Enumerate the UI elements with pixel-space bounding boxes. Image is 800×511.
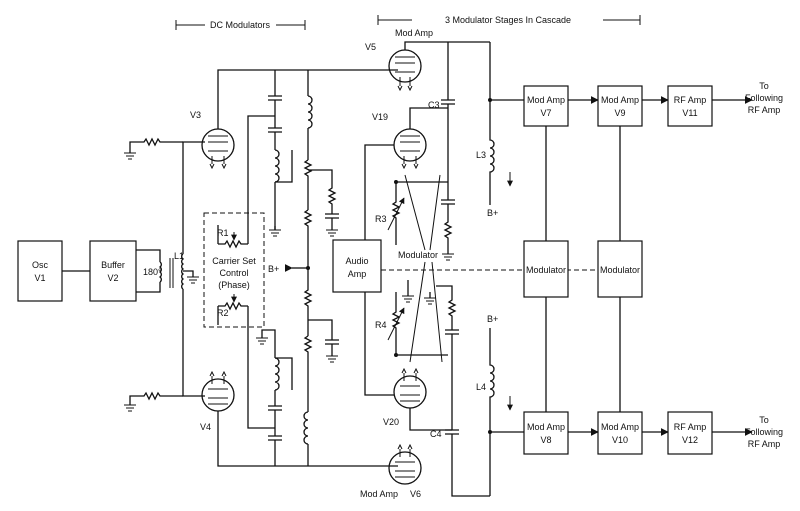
potentiometer-r1 xyxy=(218,115,275,249)
audio-amp-block: Audio Amp xyxy=(332,239,382,293)
bottom-output-line1: To xyxy=(759,415,769,425)
l1-label: L1 xyxy=(174,251,184,261)
carrier-set-line1: Carrier Set xyxy=(212,256,256,266)
top-output-line3: RF Amp xyxy=(748,105,781,115)
tube-v6: Mod Amp V6 xyxy=(360,443,422,499)
v4-tank-circuit xyxy=(256,329,293,466)
modulator-note-label: Modulator xyxy=(398,250,438,260)
rf-amp-v12-line2: V12 xyxy=(682,435,698,445)
grid-resistor-v4 xyxy=(124,391,183,412)
osc-v1-block: Osc V1 xyxy=(17,240,63,302)
dc-modulators-label: DC Modulators xyxy=(210,20,271,30)
cascade-label: 3 Modulator Stages In Cascade xyxy=(445,15,571,25)
r2-label: R2 xyxy=(217,308,229,318)
v3-label: V3 xyxy=(190,110,201,120)
dc-modulators-bracket: DC Modulators xyxy=(175,20,306,30)
bplus-lower-label: B+ xyxy=(487,314,498,324)
capacitor-c3: C3 xyxy=(428,42,455,182)
audio-amp-line1: Audio xyxy=(345,256,368,266)
inductor-l3: L3 B+ xyxy=(476,42,524,218)
modulator-block-1: Modulator xyxy=(523,240,569,298)
v3-tank-circuit xyxy=(268,70,293,237)
mod-amp-v10-line2: V10 xyxy=(612,435,628,445)
shunt-branches xyxy=(308,169,339,363)
carrier-set-line3: (Phase) xyxy=(218,280,250,290)
v5-label: V5 xyxy=(365,42,376,52)
capacitor-c4: C4 xyxy=(430,355,490,497)
l3-label: L3 xyxy=(476,150,486,160)
rf-amp-v12-line1: RF Amp xyxy=(674,422,707,432)
carrier-set-control: Carrier Set Control (Phase) R1 R2 xyxy=(203,212,265,328)
bottom-output-line2: Following xyxy=(745,427,783,437)
rf-amp-v12-block: RF Amp V12 xyxy=(667,411,713,455)
mod-amp-v8-block: Mod Amp V8 xyxy=(523,411,569,455)
top-output-label: To Following RF Amp xyxy=(745,81,783,115)
resistor-r4: R4 xyxy=(375,292,405,355)
c4-label: C4 xyxy=(430,429,442,439)
mod-amp-v6-label: Mod Amp xyxy=(360,489,398,499)
modulator-block-2: Modulator xyxy=(597,240,643,298)
audio-amp-line2: Amp xyxy=(348,269,367,279)
c3-label: C3 xyxy=(428,100,440,110)
mod-amp-v10-block: Mod Amp V10 xyxy=(597,411,643,455)
tube-v4: V4 xyxy=(200,370,235,432)
v20-label: V20 xyxy=(383,417,399,427)
inductor-l4: L4 B+ xyxy=(476,314,524,496)
rf-amp-v11-line2: V11 xyxy=(682,108,697,118)
bplus-center-feed: B+ xyxy=(268,264,308,274)
mod-amp-v9-line1: Mod Amp xyxy=(601,95,639,105)
tube-v5: V5 Mod Amp xyxy=(365,28,433,92)
modulator-1-label: Modulator xyxy=(526,265,566,275)
top-output-line1: To xyxy=(759,81,769,91)
mod-amp-v7-line1: Mod Amp xyxy=(527,95,565,105)
mod-amp-v8-line2: V8 xyxy=(540,435,551,445)
tube-v3: V3 xyxy=(190,110,235,170)
rf-amp-v11-block: RF Amp V11 xyxy=(667,85,713,127)
l4-label: L4 xyxy=(476,382,486,392)
rf-amp-v11-line1: RF Amp xyxy=(674,95,707,105)
mod-amp-v10-line1: Mod Amp xyxy=(601,422,639,432)
grid-resistor-v3 xyxy=(124,137,183,160)
bplus-center-label: B+ xyxy=(268,264,279,274)
osc-v1-line2: V1 xyxy=(34,273,45,283)
bottom-output-label: To Following RF Amp xyxy=(745,415,783,449)
phase-180-label: 180° xyxy=(143,267,162,277)
carrier-set-line2: Control xyxy=(219,268,248,278)
cascade-bracket: 3 Modulator Stages In Cascade xyxy=(377,15,641,25)
resistor-r3: R3 xyxy=(375,182,405,245)
bplus-upper-label: B+ xyxy=(487,208,498,218)
mod-amp-v9-block: Mod Amp V9 xyxy=(597,85,643,127)
transformer-l1: 180° L1 xyxy=(136,232,185,310)
buffer-v2-line2: V2 xyxy=(107,273,118,283)
top-output-line2: Following xyxy=(745,93,783,103)
buffer-v2-line1: Buffer xyxy=(101,260,125,270)
mod-amp-v7-block: Mod Amp V7 xyxy=(523,85,569,127)
mod-amp-v5-label: Mod Amp xyxy=(395,28,433,38)
mod-amp-v7-line2: V7 xyxy=(540,108,551,118)
r1-label: R1 xyxy=(217,228,229,238)
buffer-v2-block: Buffer V2 xyxy=(89,240,137,302)
center-choke-column xyxy=(303,70,313,466)
modulator-2-label: Modulator xyxy=(600,265,640,275)
tube-v20: V20 xyxy=(383,367,427,427)
osc-v1-line1: Osc xyxy=(32,260,49,270)
v19-label: V19 xyxy=(372,112,388,122)
modulator-annotation: Modulator xyxy=(398,174,443,363)
r3-label: R3 xyxy=(375,214,387,224)
mod-amp-v9-line2: V9 xyxy=(614,108,625,118)
v4-label: V4 xyxy=(200,422,211,432)
r4-label: R4 xyxy=(375,320,387,330)
v6-label: V6 xyxy=(410,489,421,499)
potentiometer-r2 xyxy=(218,294,275,429)
mod-amp-v8-line1: Mod Amp xyxy=(527,422,565,432)
tube-v19: V19 xyxy=(372,112,427,170)
bottom-output-line3: RF Amp xyxy=(748,439,781,449)
